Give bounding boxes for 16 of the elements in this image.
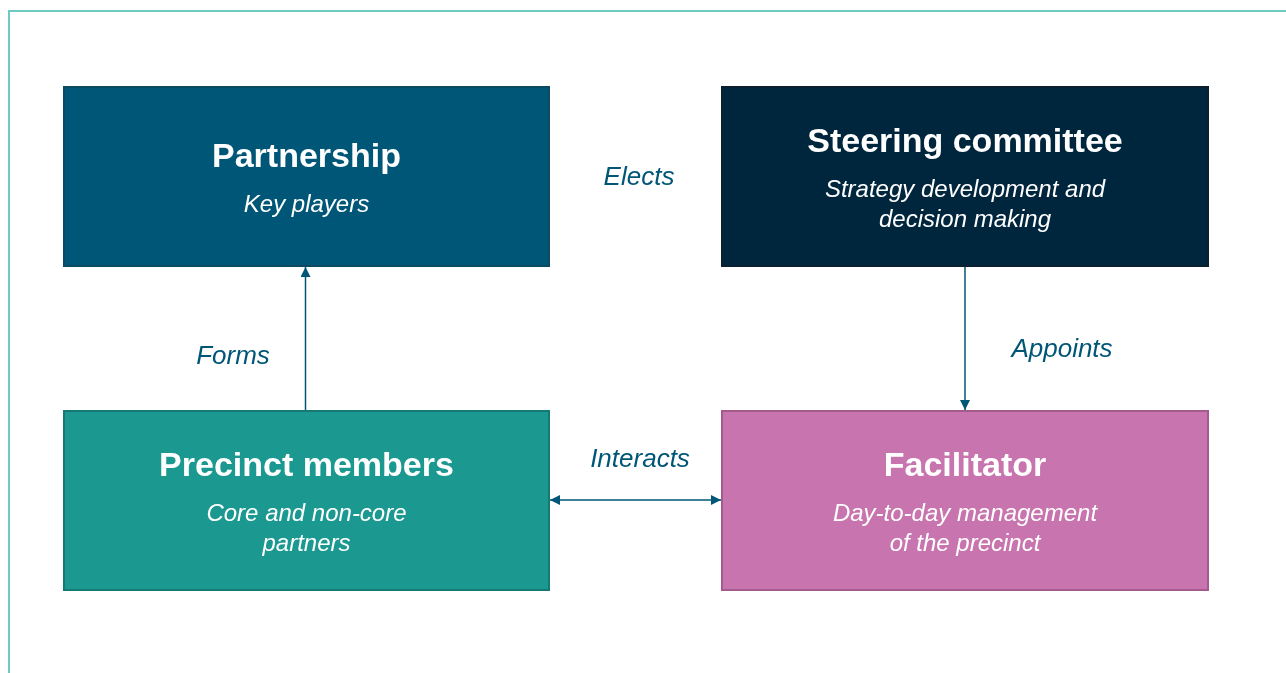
box-title: Precinct members: [159, 444, 454, 486]
box-title: Facilitator: [883, 444, 1047, 486]
relation-label: Elects: [603, 159, 675, 193]
role-box: [721, 86, 1209, 267]
box-title: Partnership: [212, 135, 401, 177]
box-description: Strategy development and decision making: [823, 173, 1107, 234]
box-title: Steering committee: [807, 120, 1123, 162]
box-description: Key players: [243, 188, 370, 219]
role-box: [63, 86, 550, 267]
box-description: Day-to-day management of the precinct: [831, 497, 1099, 558]
box-description: Core and non-core partners: [205, 497, 408, 558]
arrow: [960, 266, 970, 411]
role-box: [721, 410, 1209, 591]
arrow: [549, 495, 722, 505]
arrow: [300, 266, 311, 411]
role-box: [63, 410, 550, 591]
